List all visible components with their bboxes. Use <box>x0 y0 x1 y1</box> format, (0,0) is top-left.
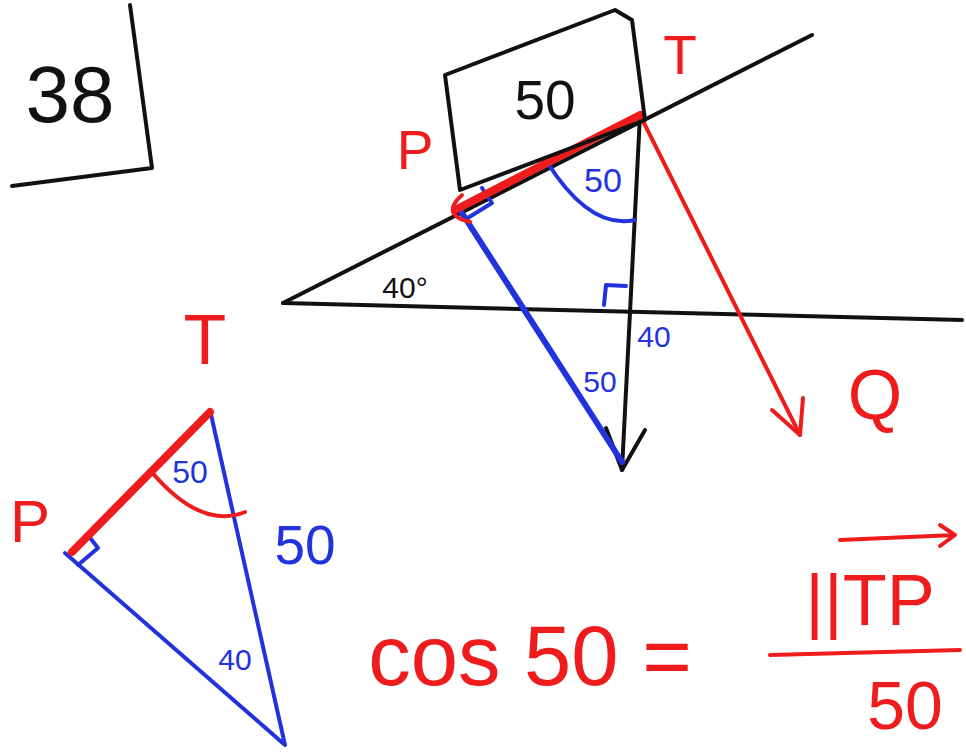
vector-q <box>640 115 800 435</box>
point-label: T <box>663 28 697 83</box>
point-label: Q <box>848 360 902 430</box>
formula: ||TP <box>805 564 934 636</box>
segment-tp <box>72 412 210 552</box>
point-label: P <box>397 123 434 178</box>
angle-label: 40 <box>218 645 251 675</box>
angle-label: 50 <box>172 456 208 488</box>
vector-arrow <box>840 525 955 546</box>
arc-mark <box>453 195 470 222</box>
slanted-line <box>283 35 812 303</box>
length-label: 50 <box>274 518 335 573</box>
formula: cos 50 = <box>368 613 692 698</box>
angle-label: 40 <box>637 322 670 352</box>
angle-label: 50 <box>584 163 622 197</box>
value-box: 50 <box>440 5 650 195</box>
vertical-line <box>622 115 640 470</box>
angle-arc <box>547 162 635 221</box>
vector-tp <box>455 115 640 210</box>
formula: 50 <box>867 671 943 739</box>
perpendicular-segment <box>460 210 622 462</box>
angle-label: 40° <box>382 273 427 303</box>
arrowhead <box>772 398 803 435</box>
number-bracket <box>12 5 152 186</box>
point-label: T <box>184 305 227 375</box>
angle-label: 50 <box>583 367 616 397</box>
box-outline <box>445 10 645 190</box>
problem-number: 38 <box>26 55 115 135</box>
point-label: P <box>10 492 50 552</box>
horizontal-line <box>283 303 962 320</box>
triangle-sides <box>65 410 285 745</box>
right-angle-mark <box>604 285 626 305</box>
box-value: 50 <box>514 73 575 128</box>
fraction-bar <box>770 650 960 655</box>
